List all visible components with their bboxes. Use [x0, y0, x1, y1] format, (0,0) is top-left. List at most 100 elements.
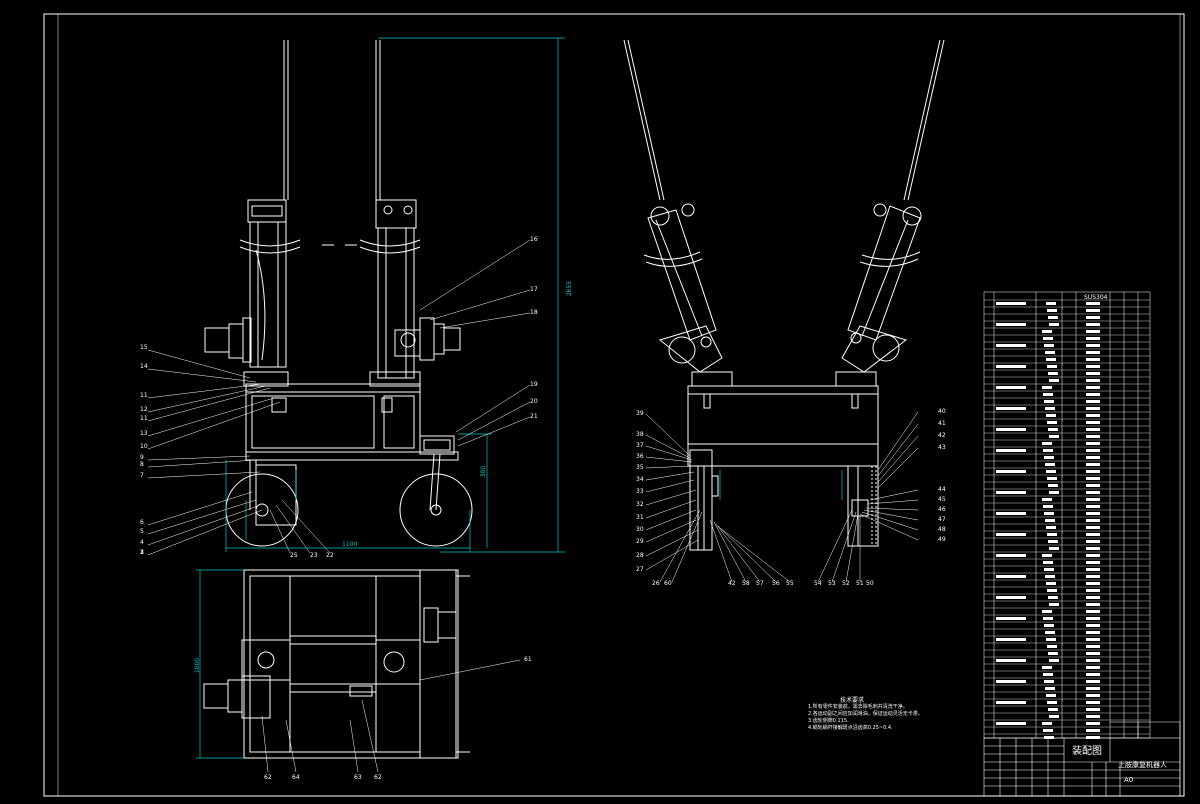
- bom-code-mark: [996, 659, 1026, 662]
- bom-material-mark: [1086, 638, 1100, 641]
- callout-10: 10: [140, 443, 148, 450]
- bom-code-mark: [996, 386, 1026, 389]
- callout-63: 63: [354, 774, 362, 781]
- bom-material-mark: [1086, 512, 1100, 515]
- bom-code-mark: [996, 428, 1026, 431]
- bom-cell-mark: [1044, 456, 1054, 459]
- bom-cell-mark: [1046, 358, 1056, 361]
- bom-cell-mark: [1043, 729, 1053, 732]
- bom-code-mark: [996, 701, 1026, 704]
- bom-material-mark: [1086, 470, 1100, 473]
- bom-cell-mark: [1044, 568, 1054, 571]
- bom-code-mark: [996, 491, 1026, 494]
- technical-requirements: 技术要求 1.所有零件安装前，需去除毛刺并清洗干净。 2.各运动副之间应加润滑油…: [808, 697, 923, 732]
- callout-42: 42: [938, 432, 946, 439]
- bom-code-mark: [996, 554, 1026, 557]
- bom-cell-mark: [1043, 449, 1053, 452]
- callout-2: 2: [140, 549, 144, 556]
- callout-26: 26: [652, 580, 660, 587]
- callout-22: 22: [326, 552, 334, 559]
- tech-note-4: 4.蜗轮蜗杆接触斑点沿齿高0.25~0.4.: [808, 725, 893, 731]
- bom-code-mark: [996, 617, 1026, 620]
- bom-material-mark: [1086, 330, 1100, 333]
- bom-code-mark: [996, 302, 1026, 305]
- front-view: [204, 40, 473, 547]
- bom-cell-mark: [1042, 666, 1052, 669]
- product-name: 上肢康复机器人: [1118, 761, 1167, 769]
- callout-8: 8: [140, 461, 144, 468]
- bom-cell-mark: [1042, 722, 1052, 725]
- bom-cell-mark: [1043, 505, 1053, 508]
- bom-cell-mark: [1047, 533, 1057, 536]
- bom-material-mark: [1086, 722, 1100, 725]
- bom-material-mark: [1086, 715, 1100, 718]
- callout-1: 1: [140, 549, 144, 556]
- bom-material-mark: [1086, 596, 1100, 599]
- bom-code-mark: [996, 344, 1026, 347]
- bom-material-mark: [1086, 323, 1100, 326]
- bom-material-mark: [1086, 561, 1100, 564]
- bom-material-mark: [1086, 603, 1100, 606]
- bom-material-mark: [1086, 652, 1100, 655]
- callout-5: 5: [140, 528, 144, 535]
- callout-13: 13: [140, 430, 148, 437]
- callout-17: 17: [530, 286, 538, 293]
- bom-material-mark: [1086, 729, 1100, 732]
- callout-7: 7: [140, 472, 144, 479]
- sheet-size: A0: [1124, 776, 1134, 784]
- side-view-dimensions: [719, 470, 843, 500]
- bom-material-mark: [1086, 358, 1100, 361]
- bom-cell-mark: [1048, 652, 1058, 655]
- title-block: [983, 721, 1181, 797]
- bom-cell-mark: [1044, 624, 1054, 627]
- bom-material-mark: [1086, 526, 1100, 529]
- bom-cell-mark: [1044, 736, 1054, 739]
- bom-material-mark: [1086, 449, 1100, 452]
- bom-material-mark: [1086, 379, 1100, 382]
- bom-cell-mark: [1046, 582, 1056, 585]
- bom-cell-mark: [1047, 421, 1057, 424]
- bom-material-mark: [1086, 687, 1100, 690]
- tech-note-1: 1.所有零件安装前，需去除毛刺并清洗干净。: [808, 704, 908, 710]
- bom-code-mark: [996, 323, 1026, 326]
- bom-cell-mark: [1048, 316, 1058, 319]
- plan-view: [203, 569, 470, 759]
- callout-31: 31: [636, 514, 644, 521]
- callout-11: 11: [140, 392, 148, 399]
- bom-material-mark: [1086, 540, 1100, 543]
- bom-material-mark: [1086, 309, 1100, 312]
- bom-cell-mark: [1044, 680, 1054, 683]
- callout-34: 34: [636, 476, 644, 483]
- bom-cell-mark: [1048, 596, 1058, 599]
- callout-33: 33: [636, 488, 644, 495]
- bom-row-text-marks: [996, 302, 1100, 739]
- callout-49: 49: [938, 536, 946, 543]
- callout-9: 9: [140, 454, 144, 461]
- bom-cell-mark: [1048, 540, 1058, 543]
- callout-19: 19: [530, 381, 538, 388]
- bom-material-mark: [1086, 442, 1100, 445]
- callout-18: 18: [530, 309, 538, 316]
- bom-cell-mark: [1045, 519, 1055, 522]
- bom-cell-mark: [1042, 442, 1052, 445]
- bom-cell-mark: [1042, 498, 1052, 501]
- side-view: [623, 39, 945, 551]
- callout-4: 4: [140, 539, 144, 546]
- plan-view-leaders: [261, 659, 521, 773]
- bom-material-mark: [1086, 316, 1100, 319]
- callout-62: 62: [264, 774, 272, 781]
- bom-material-mark: [1086, 393, 1100, 396]
- callout-30: 30: [636, 526, 644, 533]
- callout-62: 62: [374, 774, 382, 781]
- callout-36: 36: [636, 453, 644, 460]
- callout-23: 23: [310, 552, 318, 559]
- bom-cell-mark: [1046, 414, 1056, 417]
- bom-material-mark: [1086, 680, 1100, 683]
- bom-cell-mark: [1048, 484, 1058, 487]
- bom-cell-mark: [1043, 337, 1053, 340]
- front-view-leaders: [147, 239, 531, 556]
- callout-52: 52: [842, 580, 850, 587]
- callout-29: 29: [636, 538, 644, 545]
- callout-55: 55: [786, 580, 794, 587]
- callout-60: 60: [664, 580, 672, 587]
